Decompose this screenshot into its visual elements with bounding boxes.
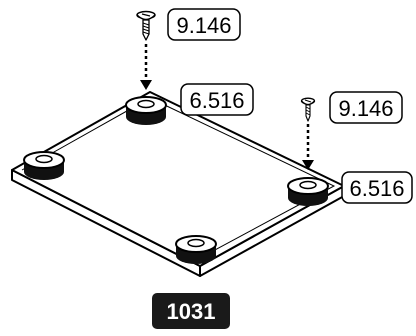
screw-icon — [136, 10, 156, 41]
step-number-text: 1031 — [167, 299, 216, 324]
rubber-foot-icon — [125, 96, 167, 125]
callout-foot-right: 6.516 — [341, 171, 413, 204]
callout-foot-left: 6.516 — [180, 83, 254, 116]
callout-foot-right-text: 6.516 — [349, 176, 404, 201]
dashed-down-arrow — [140, 44, 152, 90]
base-plate — [11, 91, 345, 277]
callout-screw-left: 9.146 — [167, 8, 241, 41]
callout-screw-left-text: 9.146 — [176, 13, 231, 38]
rubber-foot-icon — [23, 151, 65, 180]
screw-icon — [300, 97, 316, 122]
callout-foot-left-text: 6.516 — [189, 88, 244, 113]
dashed-down-arrow — [302, 124, 314, 170]
step-number-badge: 1031 — [152, 293, 230, 329]
callout-screw-right-text: 9.146 — [338, 96, 393, 121]
rubber-foot-icon — [175, 235, 217, 264]
callout-screw-right: 9.146 — [329, 91, 403, 124]
rubber-foot-icon — [287, 177, 329, 206]
